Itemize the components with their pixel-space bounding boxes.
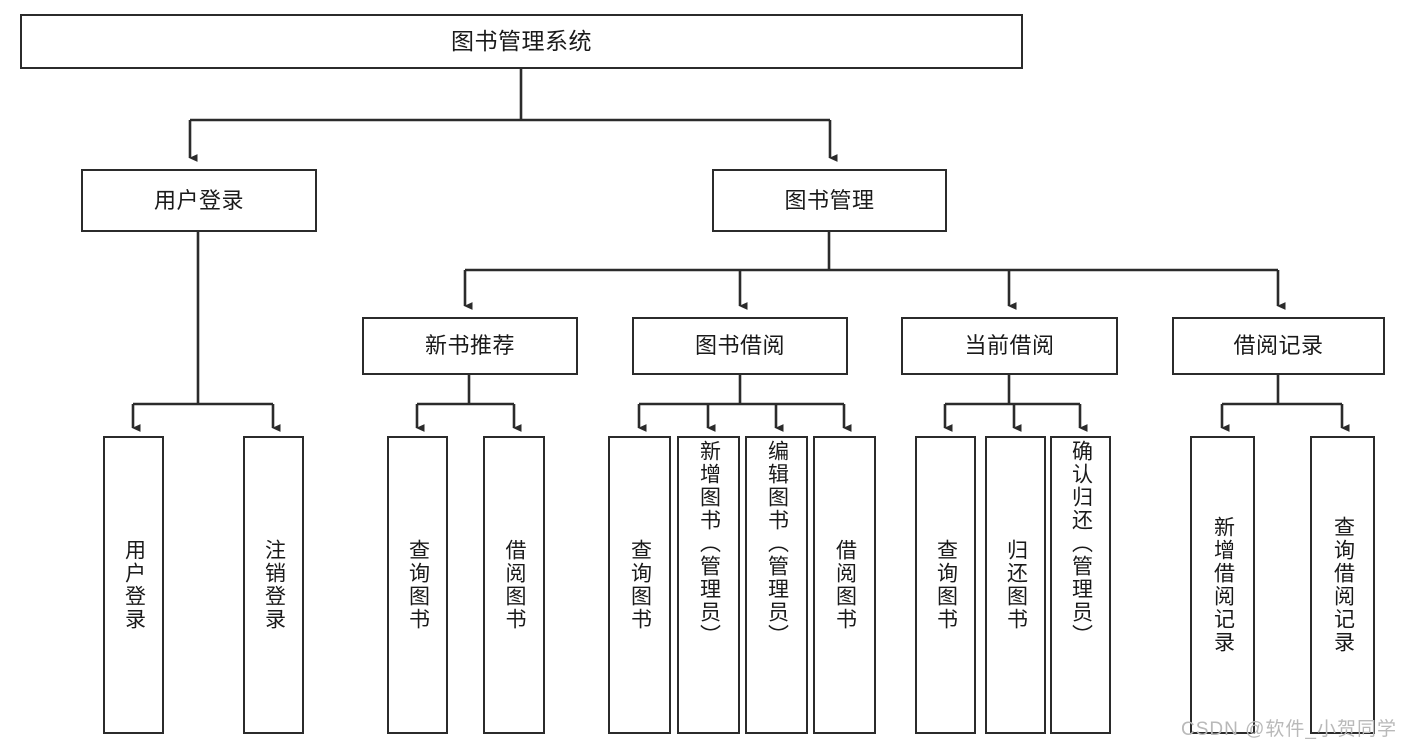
node-leaf-add-book-admin[interactable]: 新增图书（管理员） [677, 436, 740, 734]
node-borrow-record[interactable]: 借阅记录 [1172, 317, 1385, 375]
node-label: 当前借阅 [964, 333, 1055, 359]
node-leaf-user-logout[interactable]: 注销登录 [243, 436, 304, 734]
node-label: 新增借阅记录 [1211, 516, 1235, 654]
node-label: 图书管理系统 [451, 28, 592, 55]
node-label: 借阅记录 [1233, 333, 1324, 359]
node-label: 查询借阅记录 [1331, 516, 1355, 654]
node-leaf-edit-book-admin[interactable]: 编辑图书（管理员） [745, 436, 808, 734]
node-label: 借阅图书 [833, 539, 857, 631]
node-label: 新增图书（管理员） [697, 440, 721, 647]
node-book-borrow[interactable]: 图书借阅 [632, 317, 848, 375]
node-leaf-add-borrow-record[interactable]: 新增借阅记录 [1190, 436, 1255, 734]
node-leaf-query-borrow-record[interactable]: 查询借阅记录 [1310, 436, 1375, 734]
node-root-system[interactable]: 图书管理系统 [20, 14, 1023, 69]
node-label: 注销登录 [262, 539, 286, 631]
node-leaf-query-book-borrow[interactable]: 查询图书 [608, 436, 671, 734]
node-leaf-return-book[interactable]: 归还图书 [985, 436, 1046, 734]
node-label: 用户登录 [122, 539, 146, 631]
node-user-login[interactable]: 用户登录 [81, 169, 317, 232]
node-label: 确认归还（管理员） [1069, 440, 1093, 647]
node-label: 图书管理 [784, 187, 875, 213]
node-label: 查询图书 [934, 539, 958, 631]
node-book-manage[interactable]: 图书管理 [712, 169, 947, 232]
node-label: 查询图书 [628, 539, 652, 631]
node-label: 借阅图书 [503, 539, 527, 631]
node-label: 新书推荐 [424, 333, 515, 359]
watermark-text: CSDN @软件_小贺同学 [1181, 719, 1397, 740]
node-label: 编辑图书（管理员） [765, 440, 789, 647]
node-current-borrow[interactable]: 当前借阅 [901, 317, 1118, 375]
node-label: 查询图书 [406, 539, 430, 631]
node-label: 归还图书 [1004, 539, 1028, 631]
node-new-book-recommend[interactable]: 新书推荐 [362, 317, 578, 375]
node-leaf-query-book-current[interactable]: 查询图书 [915, 436, 976, 734]
node-leaf-borrow-book-recommend[interactable]: 借阅图书 [483, 436, 545, 734]
node-leaf-borrow-book[interactable]: 借阅图书 [813, 436, 876, 734]
node-leaf-query-book-recommend[interactable]: 查询图书 [387, 436, 448, 734]
node-leaf-user-login[interactable]: 用户登录 [103, 436, 164, 734]
node-label: 用户登录 [153, 187, 244, 213]
node-label: 图书借阅 [694, 333, 785, 359]
node-leaf-confirm-return-admin[interactable]: 确认归还（管理员） [1050, 436, 1111, 734]
